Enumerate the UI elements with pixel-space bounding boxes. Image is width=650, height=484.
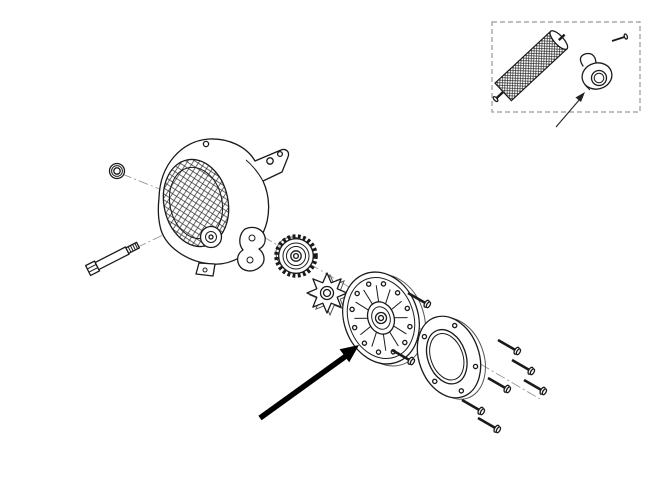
bearing-cap [579,52,613,91]
disc-plate [342,271,426,367]
sprocket [306,272,352,317]
housing [157,138,290,277]
bracket [236,226,266,272]
cover-plate [416,315,486,400]
inset-arrowhead [575,92,585,102]
inset-screw [611,33,629,42]
detail-inset [491,21,641,128]
bolt [84,241,141,277]
gear [274,234,318,278]
pointer-arrow [258,345,359,421]
washer [108,162,126,180]
roller-brush [492,30,569,103]
inset-pointer-arrow [555,92,585,128]
pointer-arrowhead [339,345,359,363]
